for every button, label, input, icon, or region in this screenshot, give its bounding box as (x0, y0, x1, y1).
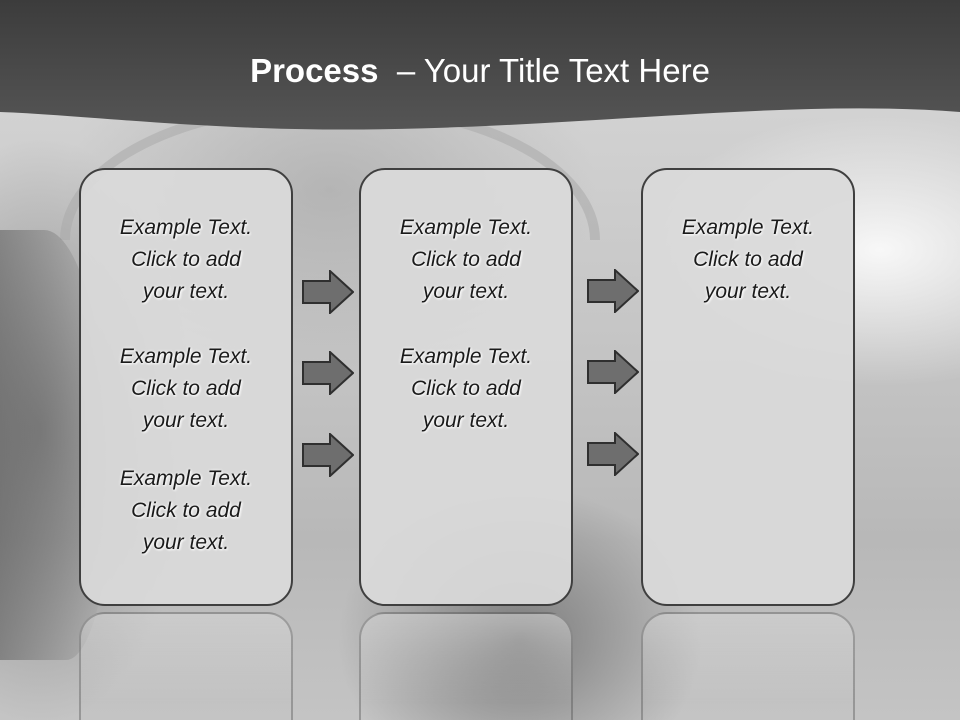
box-1-text-3[interactable]: Example Text. Click to add your text. (81, 463, 291, 559)
title-rest: – Your Title Text Here (378, 52, 710, 89)
right-arrow-icon (302, 270, 354, 314)
box-2-text-2[interactable]: Example Text. Click to add your text. (361, 341, 571, 437)
box-2-reflection (359, 612, 573, 720)
right-arrow-icon (302, 433, 354, 477)
box-1-text-3-content: Example Text. Click to add your text. (119, 467, 253, 554)
box-2-text-2-content: Example Text. Click to add your text. (399, 345, 533, 432)
header-band: Process – Your Title Text Here (0, 0, 960, 140)
slide-title[interactable]: Process – Your Title Text Here (0, 52, 960, 90)
right-arrow-icon (587, 269, 639, 313)
box-1-reflection (79, 612, 293, 720)
right-arrow-icon (587, 432, 639, 476)
title-bold: Process (250, 52, 379, 89)
box-3-text-1[interactable]: Example Text. Click to add your text. (643, 212, 853, 308)
box-1-text-1-content: Example Text. Click to add your text. (119, 216, 253, 303)
box-3-text-1-content: Example Text. Click to add your text. (681, 216, 815, 303)
box-2-text-1-content: Example Text. Click to add your text. (399, 216, 533, 303)
right-arrow-icon (302, 351, 354, 395)
process-box-1[interactable]: Example Text. Click to add your text. Ex… (79, 168, 293, 606)
box-1-text-2[interactable]: Example Text. Click to add your text. (81, 341, 291, 437)
right-arrow-icon (587, 350, 639, 394)
box-1-text-2-content: Example Text. Click to add your text. (119, 345, 253, 432)
header-wave (0, 0, 960, 130)
box-2-text-1[interactable]: Example Text. Click to add your text. (361, 212, 571, 308)
box-1-text-1[interactable]: Example Text. Click to add your text. (81, 212, 291, 308)
box-3-reflection (641, 612, 855, 720)
process-box-2[interactable]: Example Text. Click to add your text. Ex… (359, 168, 573, 606)
process-box-3[interactable]: Example Text. Click to add your text. (641, 168, 855, 606)
